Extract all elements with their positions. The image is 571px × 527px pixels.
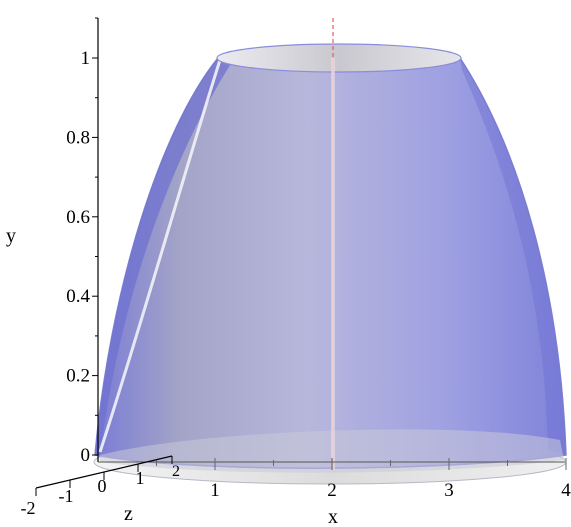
x-tick-label: 3 [444, 480, 454, 501]
surface-body [94, 57, 567, 469]
surface-seam [98, 59, 222, 453]
y-tick-label: 0.8 [66, 127, 90, 148]
y-tick-label: 0.4 [66, 286, 90, 307]
y-tick-label: 0.6 [66, 207, 90, 228]
z-tick-label: 1 [136, 468, 145, 488]
x-axis-tick-labels: 1 2 3 4 [210, 480, 571, 501]
y-axis-ticks [92, 17, 98, 456]
y-tick-label: 0 [81, 445, 91, 466]
y-axis-label: y [6, 225, 16, 247]
z-tick-label: 0 [98, 476, 107, 496]
x-axis-ticks [156, 458, 567, 470]
z-axis-ticks [35, 456, 173, 496]
y-tick-label: 1 [81, 48, 91, 69]
surface-right-band [460, 58, 566, 455]
y-axis-tick-labels: 0 0.2 0.4 0.6 0.8 1 [66, 48, 90, 466]
z-tick-label: -2 [21, 498, 36, 518]
z-axis-tick-labels: -2 -1 0 1 2 [21, 463, 181, 518]
z-tick-label: 2 [172, 463, 180, 480]
y-tick-label: 0.2 [66, 366, 90, 387]
x-tick-label: 1 [210, 480, 220, 501]
z-tick-label: -1 [59, 486, 74, 506]
x-tick-label: 4 [561, 480, 571, 501]
top-opening [216, 43, 462, 73]
x-tick-label: 2 [327, 480, 337, 501]
x-axis-label: x [328, 506, 338, 527]
z-axis-label: z [124, 503, 133, 525]
